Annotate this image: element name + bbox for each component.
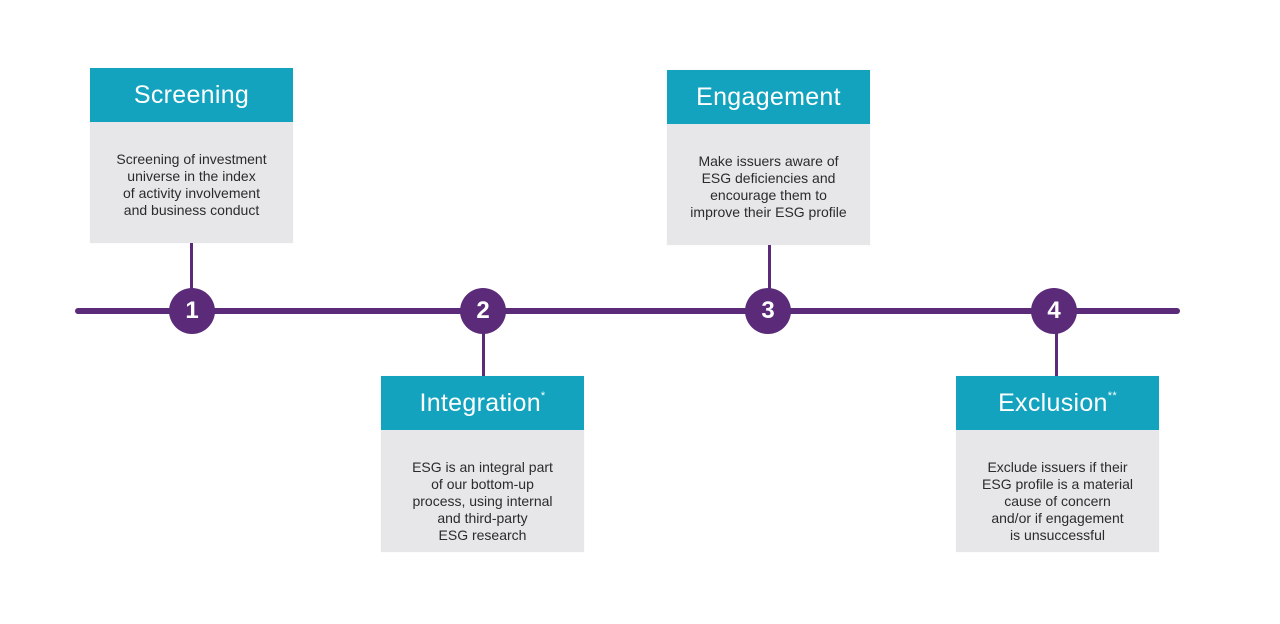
step-description-exclusion: Exclude issuers if their ESG profile is … xyxy=(982,459,1133,543)
step-title-screening: Screening xyxy=(90,68,293,122)
step-card-integration: Integration* ESG is an integral part of … xyxy=(381,376,584,552)
step-description-screening: Screening of investment universe in the … xyxy=(116,151,267,218)
step-description-engagement: Make issuers aware of ESG deficiencies a… xyxy=(690,153,847,220)
step-card-exclusion: Exclusion** Exclude issuers if their ESG… xyxy=(956,376,1159,552)
step-description-integration: ESG is an integral part of our bottom-up… xyxy=(412,459,553,543)
connector-step-2 xyxy=(482,312,485,378)
step-title-exclusion: Exclusion** xyxy=(956,376,1159,430)
connector-step-1 xyxy=(190,242,193,310)
step-title-engagement: Engagement xyxy=(667,70,870,124)
step-marker-4: 4 xyxy=(1031,288,1077,334)
step-marker-3: 3 xyxy=(745,288,791,334)
connector-step-3 xyxy=(768,244,771,310)
step-title-integration: Integration* xyxy=(381,376,584,430)
step-marker-2: 2 xyxy=(460,288,506,334)
connector-step-4 xyxy=(1055,312,1058,378)
timeline-line xyxy=(75,308,1180,314)
step-marker-1: 1 xyxy=(169,288,215,334)
step-card-screening: Screening Screening of investment univer… xyxy=(90,68,293,243)
step-card-engagement: Engagement Make issuers aware of ESG def… xyxy=(667,70,870,245)
